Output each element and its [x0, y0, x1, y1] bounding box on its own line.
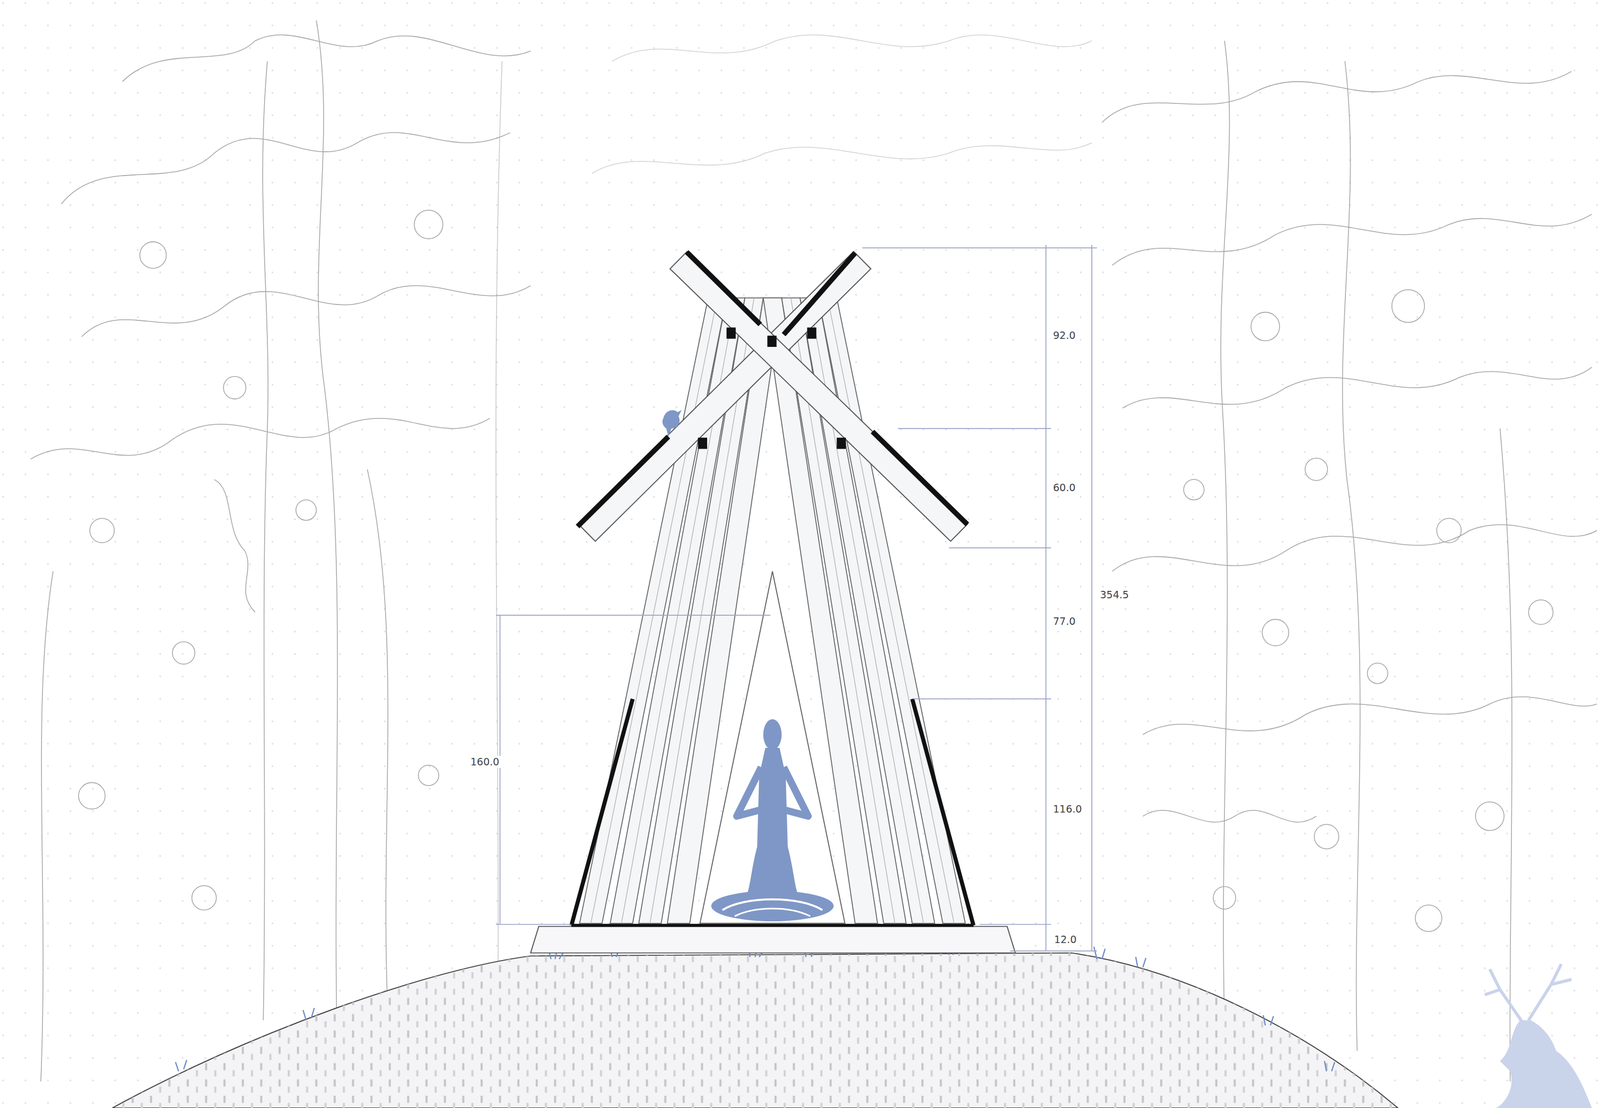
ground-hill: [112, 953, 1399, 1108]
dimension-lines: [496, 245, 1098, 952]
tree-sketches: [30, 20, 1598, 1082]
deer-silhouette: [1484, 964, 1593, 1108]
meditating-figure: [711, 719, 834, 922]
dimension-label: 77.0: [1051, 615, 1077, 628]
roof-boards: [578, 251, 968, 542]
bird: [662, 410, 682, 437]
roof-brackets: [698, 327, 847, 449]
dimension-label: 354.5: [1098, 588, 1131, 602]
roof-edges: [577, 251, 968, 527]
dimension-label: 116.0: [1051, 803, 1084, 816]
ground-texture: [112, 953, 1399, 1108]
platform: [530, 926, 1016, 954]
cladding-edges: [571, 699, 974, 926]
dimension-label: 92.0: [1051, 329, 1077, 342]
grass-tufts: [175, 942, 1335, 1072]
dimension-label: 160.0: [468, 755, 501, 769]
board-grain-lines: [590, 298, 955, 924]
inner-opening: [700, 571, 846, 924]
a-frame-boards: [579, 298, 966, 924]
dimension-label: 12.0: [1052, 933, 1078, 946]
dimension-label: 60.0: [1051, 481, 1077, 494]
